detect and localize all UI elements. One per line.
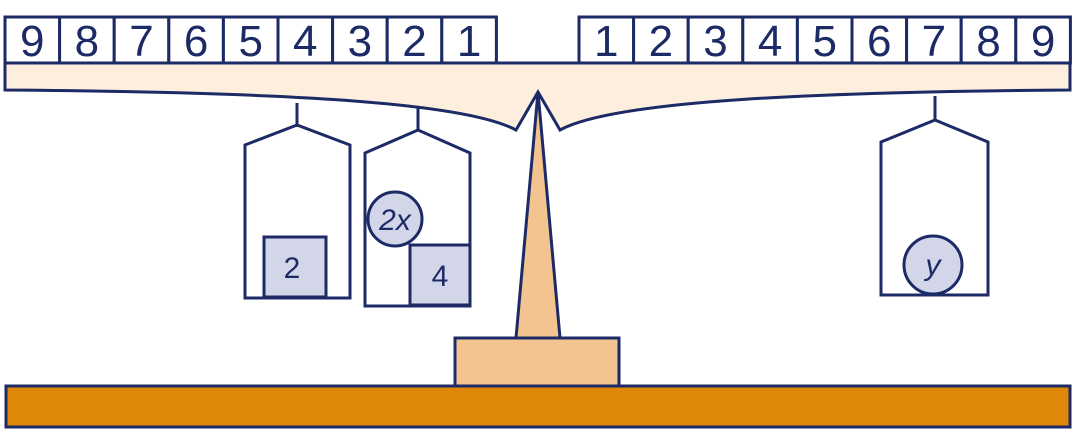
right-scale-box	[795, 15, 854, 65]
variable-ball-label: y	[924, 249, 943, 282]
right-scale-number: 7	[922, 17, 946, 66]
pan-outline	[879, 118, 990, 297]
left-scale-box	[221, 15, 280, 65]
balance-beam	[3, 61, 1072, 133]
right-scale-number: 9	[1031, 17, 1055, 66]
right-scale-box	[741, 15, 799, 65]
left-outer-pan: 2	[243, 103, 352, 300]
right-pan: y	[879, 96, 990, 297]
left-scale-box	[58, 15, 116, 65]
right-scale-number: 2	[649, 17, 673, 66]
ground-base	[4, 384, 1072, 429]
right-scale-number: 1	[594, 17, 618, 66]
left-scale-number: 7	[129, 17, 153, 66]
weight-block	[262, 235, 328, 299]
right-scale-box	[686, 15, 745, 65]
left-scale-box	[276, 15, 335, 65]
left-scale-number: 6	[184, 17, 208, 66]
pivot-post	[514, 91, 562, 340]
left-scale-number: 5	[238, 17, 262, 66]
right-scale-number: 4	[758, 17, 782, 66]
right-scale-number: 5	[812, 17, 836, 66]
left-scale-box	[440, 15, 498, 65]
right-scale-number: 3	[703, 17, 727, 66]
left-scale-number: 9	[20, 17, 44, 66]
left-inner-pan: 2x 4	[363, 108, 472, 308]
left-scale-box	[331, 15, 389, 65]
variable-ball-label: 2x	[378, 204, 412, 237]
right-scale-box	[1014, 15, 1072, 65]
weight-block	[408, 243, 472, 307]
weight-block-label: 2	[284, 252, 301, 285]
stand-base	[453, 336, 621, 388]
left-scale-number: 4	[293, 17, 317, 66]
left-scale-number: 2	[402, 17, 426, 66]
right-scale-box	[850, 15, 909, 65]
variable-ball	[366, 190, 424, 248]
right-scale-number: 6	[867, 17, 891, 66]
weight-block-label: 4	[432, 260, 449, 293]
variable-ball	[902, 234, 964, 296]
right-scale-number: 8	[976, 17, 1000, 66]
left-scale-number: 8	[75, 17, 99, 66]
right-scale-box	[577, 15, 636, 65]
pan-outline	[243, 123, 352, 300]
left-scale-number: 1	[457, 17, 481, 66]
right-scale-box	[632, 15, 690, 65]
left-scale-number: 3	[348, 17, 372, 66]
